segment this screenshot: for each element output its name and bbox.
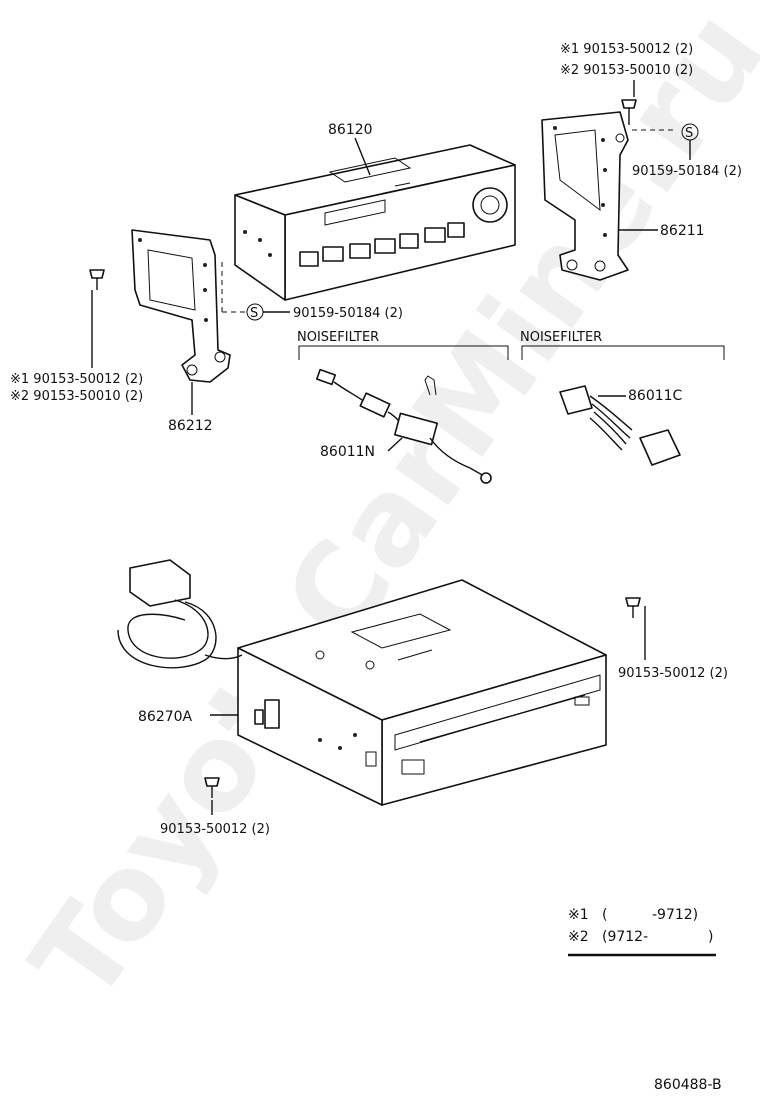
screw-left-2: ※2 90153-50010 (2) xyxy=(10,389,143,404)
legend-row2-mark: ※2 xyxy=(568,929,589,945)
screw-changer-right-icon xyxy=(625,597,641,618)
cd-changer-cable-drawing xyxy=(117,559,243,669)
label-bracket-right: 86211 xyxy=(660,223,705,239)
legend-row2-close: ) xyxy=(708,929,713,945)
bracket-left-drawing xyxy=(131,229,231,383)
noise-filter-n-drawing xyxy=(315,368,492,484)
noise-filter-c-drawing xyxy=(559,385,681,466)
label-noise-filter-c: 86011C xyxy=(628,388,683,404)
screw-top-right-2: ※2 90153-50010 (2) xyxy=(560,63,693,78)
screw-left-s: 90159-50184 (2) xyxy=(293,306,403,321)
legend-row1-value: -9712) xyxy=(652,907,698,923)
screw-top-right-1: ※1 90153-50012 (2) xyxy=(560,42,693,57)
figure-id: 860488-B xyxy=(654,1077,722,1093)
cd-changer-drawing xyxy=(237,579,607,806)
legend-row2-value: (9712- xyxy=(602,929,648,945)
screw-changer-right: 90153-50012 (2) xyxy=(618,666,728,681)
screw-changer-bottom-icon xyxy=(204,777,220,798)
legend: ※1 ( -9712) ※2 (9712- ) xyxy=(568,907,716,957)
screw-left-1: ※1 90153-50012 (2) xyxy=(10,372,143,387)
screw-top-right-icon xyxy=(621,99,637,125)
noise-filter-right-title: NOISEFILTER xyxy=(520,330,602,345)
screw-changer-bottom: 90153-50012 (2) xyxy=(160,822,270,837)
label-radio-unit: 86120 xyxy=(328,122,373,138)
noise-filter-left-title: NOISEFILTER xyxy=(297,330,379,345)
watermark: ToyotaCarMine.ru xyxy=(5,0,760,1026)
bracket-right-drawing xyxy=(541,111,629,281)
legend-row1-mark: ※1 xyxy=(568,907,589,923)
s-marker-right: S xyxy=(685,126,693,141)
screw-left-icon xyxy=(89,269,105,290)
label-noise-filter-n: 86011N xyxy=(320,444,375,460)
s-marker-left: S xyxy=(250,306,258,321)
label-bracket-left: 86212 xyxy=(168,418,213,434)
screw-top-right-s: 90159-50184 (2) xyxy=(632,164,742,179)
legend-row1-open: ( xyxy=(602,907,607,923)
radio-unit-drawing xyxy=(234,144,516,301)
label-cd-changer: 86270A xyxy=(138,709,193,725)
